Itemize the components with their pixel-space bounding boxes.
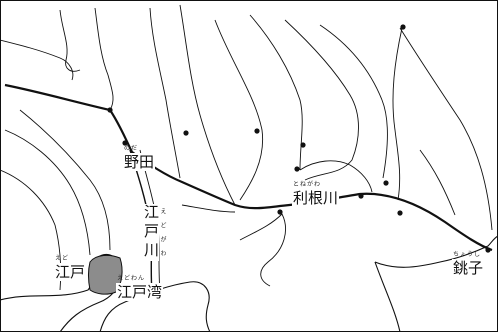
marker-dot — [107, 107, 113, 113]
marker-dot — [383, 180, 389, 186]
river-line — [284, 19, 359, 181]
marker-dot — [183, 130, 189, 136]
label-tonegawa-text: 利根川 — [292, 189, 340, 207]
river-line — [392, 27, 403, 201]
edo-bay-east-coast — [99, 281, 211, 332]
label-edogawa-ruby: えどがわ — [159, 208, 166, 264]
markers — [107, 24, 491, 253]
label-noda-ruby: のだ — [124, 145, 139, 152]
marker-dot — [400, 24, 406, 30]
river-line — [399, 27, 493, 231]
river-line — [181, 204, 236, 213]
label-edogawa: 江戸川 えどがわ — [142, 204, 166, 264]
label-edo-text: 江戸 — [54, 263, 87, 281]
label-choshi-ruby: ちょうし — [453, 251, 482, 258]
label-choshi: ちょうし 銚子 — [452, 252, 485, 277]
river-line — [299, 160, 373, 193]
marker-dot — [254, 128, 260, 134]
river-line — [149, 7, 181, 179]
river-line — [214, 19, 264, 201]
label-edo-ruby: えど — [55, 255, 70, 262]
label-edogawa-text: 江戸川 — [142, 204, 160, 261]
river-line — [94, 7, 114, 111]
choshi-coast — [374, 235, 498, 268]
label-tonegawa: とねがわ 利根川 — [292, 182, 340, 207]
marker-dot — [300, 142, 306, 148]
label-tonegawa-ruby: とねがわ — [293, 181, 322, 188]
river-line — [4, 129, 91, 256]
river-line — [59, 9, 81, 72]
choshi-coast-inner — [374, 261, 401, 332]
label-edowan-text: 江戸湾 — [116, 283, 164, 301]
river-line — [19, 109, 111, 251]
marker-dot — [277, 209, 283, 215]
label-edo: えど 江戸 — [54, 256, 87, 281]
marker-dot — [358, 193, 364, 199]
label-noda: のだ 野田 — [123, 146, 156, 171]
river-line — [179, 4, 236, 206]
river-line — [239, 213, 286, 287]
river-line — [419, 149, 456, 216]
marker-dot — [397, 210, 403, 216]
river-line — [0, 39, 74, 81]
label-edowan-ruby: えどわん — [117, 275, 146, 282]
label-edowan: えどわん 江戸湾 — [116, 276, 164, 301]
label-noda-text: 野田 — [123, 153, 156, 171]
river-line — [319, 24, 388, 179]
marker-dot — [294, 166, 300, 172]
marker-dot — [485, 247, 491, 253]
marker-dot — [122, 140, 128, 146]
label-choshi-text: 銚子 — [452, 259, 485, 277]
